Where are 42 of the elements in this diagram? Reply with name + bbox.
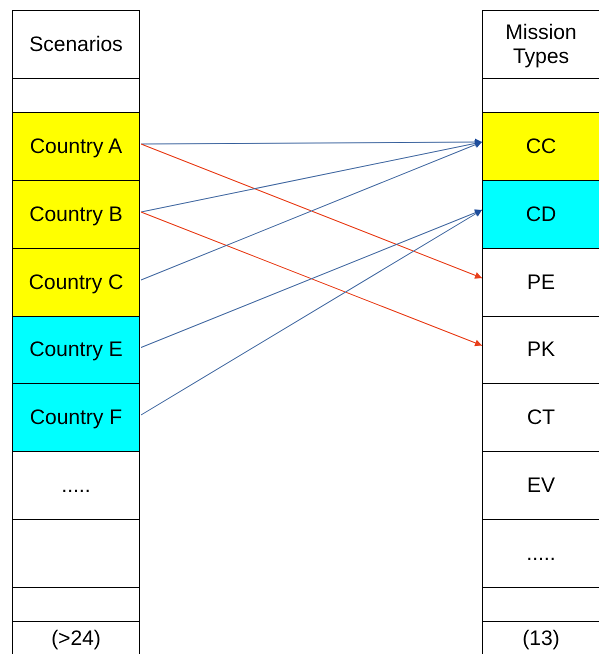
table-cell-box xyxy=(482,180,599,250)
cell-text: Country B xyxy=(29,202,123,227)
count-cell-box xyxy=(482,621,599,654)
cell-text: CT xyxy=(527,406,555,430)
empty-cell xyxy=(12,519,140,588)
cell-text: Country A xyxy=(30,134,122,159)
ellipsis-cell-box xyxy=(482,519,599,588)
cell-text: CD xyxy=(526,202,556,227)
arrow xyxy=(140,138,482,146)
cell-text: (>24) xyxy=(51,626,101,651)
table-cell-box xyxy=(12,383,140,452)
table-cell-box xyxy=(482,451,599,520)
empty-cell xyxy=(12,587,140,622)
column-header-box xyxy=(12,10,140,80)
cell-text: PK xyxy=(526,338,555,362)
table-cell-box xyxy=(12,316,140,384)
arrow xyxy=(140,210,482,416)
column-header-box xyxy=(482,10,599,80)
count-cell-box xyxy=(12,621,140,654)
cell-text: ..... xyxy=(61,474,91,498)
table-cell-box xyxy=(12,112,140,182)
cell-text: PE xyxy=(526,270,555,295)
table-cell-box xyxy=(482,316,599,384)
cell-text: (13) xyxy=(522,626,560,651)
table-cell-box xyxy=(482,248,599,318)
empty-cell xyxy=(482,78,599,114)
cell-text: Country F xyxy=(30,406,122,430)
cell-text: CC xyxy=(526,134,556,159)
cell-text: EV xyxy=(526,474,555,498)
cell-text: Country E xyxy=(29,338,123,362)
empty-cell xyxy=(12,78,140,114)
arrow xyxy=(140,140,482,212)
table-cell-box xyxy=(12,248,140,318)
empty-cell xyxy=(482,587,599,622)
ellipsis-cell-box xyxy=(12,451,140,520)
cell-text: Mission Types xyxy=(504,20,578,69)
cell-text: ..... xyxy=(526,542,556,566)
cell-text: Country C xyxy=(28,270,124,295)
table-cell-box xyxy=(482,383,599,452)
table-cell-box xyxy=(482,112,599,182)
table-cell-box xyxy=(12,180,140,250)
cell-text: Scenarios xyxy=(29,32,123,57)
